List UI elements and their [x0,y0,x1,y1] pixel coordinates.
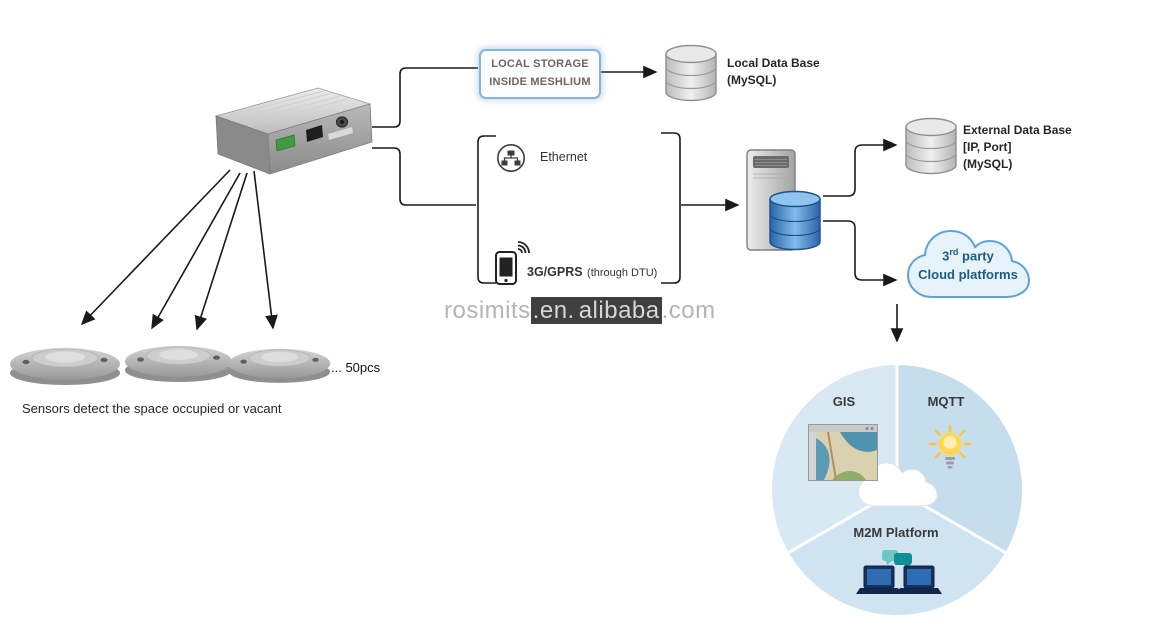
external-db-line2: [IP, Port] [963,139,1012,154]
local-db-line2: (MySQL) [727,72,777,87]
m2m-platform-label: M2M Platform [853,525,939,540]
server-database-icon [769,190,821,251]
watermark-part-boxed: alibaba [576,297,662,324]
parking-sensor-icon [227,343,333,390]
watermark-part: .com [661,297,716,324]
cloud-platforms-icon: 3rd party Cloud platforms [898,220,1038,313]
cellular-label-text: 3G/GPRS [527,265,583,279]
gis-map-icon [808,424,878,486]
ethernet-label: Ethernet [540,150,588,164]
local-storage-box: LOCAL STORAGE INSIDE MESHLIUM [479,49,601,99]
mobile-3g-icon [494,240,534,291]
watermark-part: rosimits [444,297,531,324]
lightbulb-icon [928,424,972,481]
mqtt-label: MQTT [927,394,965,409]
external-database-icon [905,117,957,180]
platforms-circle: GIS MQTT M2M Platform [770,363,1024,617]
sensor-count-label: ... 50pcs [331,360,381,375]
local-db-line1: Local Data Base [727,56,820,70]
local-storage-line1: LOCAL STORAGE [491,58,589,71]
watermark-part-boxed: .en. [530,297,577,324]
cloud-line2: Cloud platforms [918,267,1018,283]
server-icon [731,148,823,261]
external-db-line1: External Data Base [963,123,1072,137]
terminal-block [275,134,296,152]
cloud-platforms-label: 3rd party Cloud platforms [902,246,1034,285]
cloud-line1-num: 3 [942,248,950,264]
parking-sensor-icon [123,340,235,389]
center-cloud-icon [858,462,938,507]
cellular-label: 3G/GPRS (through DTU) [527,263,657,281]
gis-label: GIS [832,394,856,409]
parking-sensor-icon [8,342,123,392]
sensors-caption: Sensors detect the space occupied or vac… [22,401,282,416]
watermark: rosimits.en.alibaba.com [444,297,716,325]
external-db-line3: (MySQL) [963,156,1013,171]
cloud-line1-sup: rd [949,247,959,257]
local-db-label: Local Data Base (MySQL) [727,55,820,89]
ethernet-icon [496,143,526,178]
external-db-label: External Data Base [IP, Port] (MySQL) [963,122,1072,172]
laptops-icon [856,550,942,611]
cellular-note-text: (through DTU) [587,267,658,279]
ethernet-port [306,125,323,142]
local-storage-line2: INSIDE MESHLIUM [489,76,591,88]
gateway-device-image [202,80,377,183]
cloud-line1-rest: party [958,248,994,264]
local-database-icon [665,44,717,107]
